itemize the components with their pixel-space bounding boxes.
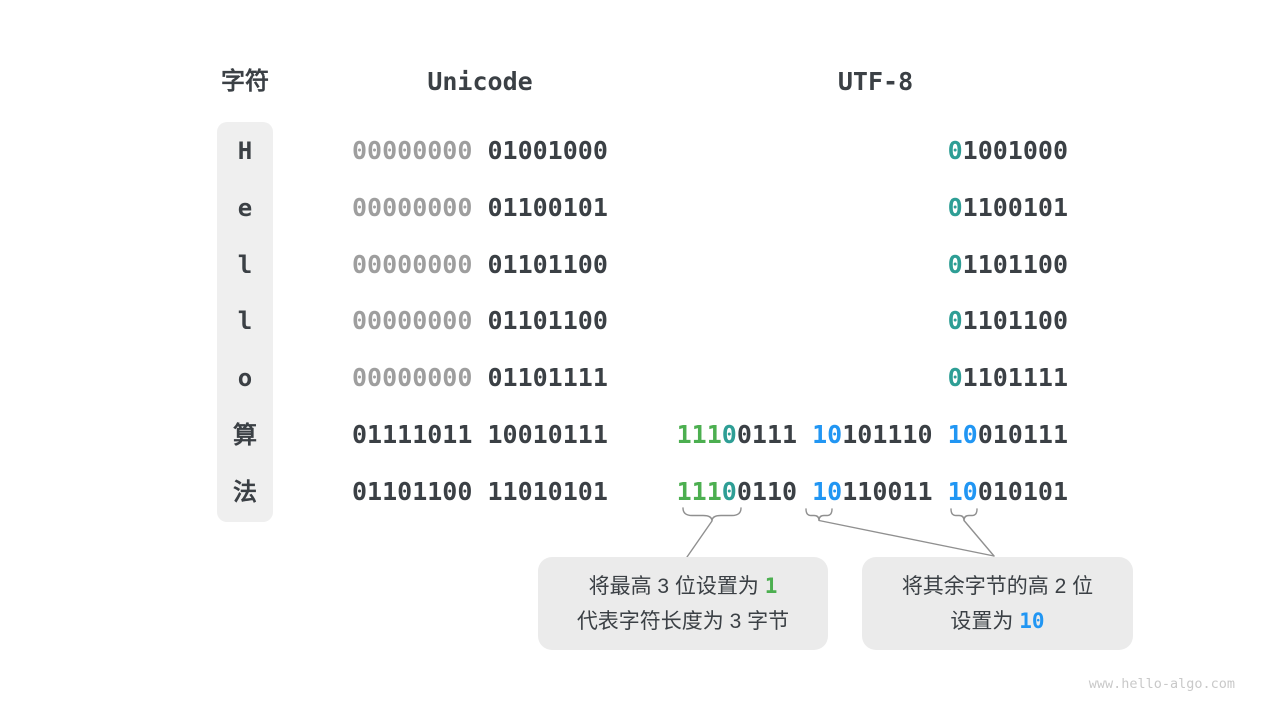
bit-segment-teal: 0 [947, 306, 963, 335]
bit-segment-blue: 10 [812, 477, 843, 506]
header-unicode: Unicode [427, 67, 533, 96]
bit-segment-teal: 0 [947, 250, 963, 279]
bit-segment-green: 1 [764, 573, 778, 598]
bit-segment-gray: 00000000 [352, 136, 473, 165]
bit-segment-dark: 01101100 [472, 306, 608, 335]
bit-segment-gray: 00000000 [352, 250, 473, 279]
watermark: www.hello-algo.com [1088, 676, 1235, 692]
underbrace-1110 [682, 507, 742, 522]
unicode-binary: 00000000 01101100 [352, 306, 608, 336]
leader-line-10-byte2 [818, 519, 995, 557]
bit-segment-gray: 00000000 [352, 363, 473, 392]
bit-segment-teal: 0 [721, 420, 737, 449]
bit-segment-dark: 010101 [977, 477, 1068, 506]
bit-segment-dark: 101110 [842, 420, 948, 449]
bit-segment-dark: 01101111 [472, 363, 608, 392]
leader-line-10-byte3 [963, 519, 995, 557]
utf8-binary: 11100110 10110011 10010101 [677, 477, 1068, 507]
callout-line: 将最高 3 位设置为 1 [589, 569, 778, 604]
character-column-background [217, 122, 273, 522]
leader-line-1110 [686, 520, 713, 558]
utf8-binary: 01100101 [948, 193, 1068, 223]
callout-line: 代表字符长度为 3 字节 [577, 604, 789, 639]
bit-segment-dark: 01101100 11010101 [352, 477, 608, 506]
callout-high-bits: 将最高 3 位设置为 1 代表字符长度为 3 字节 [538, 557, 828, 650]
bit-segment-dark: 1101111 [962, 363, 1068, 392]
underbrace-10-byte3 [950, 508, 978, 521]
bit-segment-dark: 1101100 [962, 250, 1068, 279]
bit-segment-gray: 00000000 [352, 193, 473, 222]
character-cell: e [237, 194, 253, 222]
unicode-binary: 01101100 11010101 [352, 477, 608, 507]
bit-segment-dark: 1101100 [962, 306, 1068, 335]
bit-segment-teal: 0 [947, 193, 963, 222]
underbrace-10-byte2 [805, 508, 833, 521]
unicode-binary: 00000000 01001000 [352, 136, 608, 166]
utf8-binary: 01101111 [948, 363, 1068, 393]
bit-segment-dark: 0111 [736, 420, 813, 449]
callout-line: 将其余字节的高 2 位 [902, 569, 1093, 604]
bit-segment-dark: 设置为 [950, 609, 1020, 633]
bit-segment-dark: 01100101 [472, 193, 608, 222]
character-cell: H [237, 137, 253, 165]
bit-segment-dark: 010111 [977, 420, 1068, 449]
bit-segment-blue: 10 [947, 477, 978, 506]
utf8-binary: 01101100 [948, 250, 1068, 280]
bit-segment-blue: 10 [947, 420, 978, 449]
bit-segment-teal: 0 [947, 363, 963, 392]
unicode-binary: 00000000 01101100 [352, 250, 608, 280]
unicode-binary: 01111011 10010111 [352, 420, 608, 450]
unicode-binary: 00000000 01101111 [352, 363, 608, 393]
bit-segment-dark: 将其余字节的高 2 位 [901, 574, 1094, 598]
character-cell: l [237, 307, 253, 335]
bit-segment-dark: 1100101 [962, 193, 1068, 222]
bit-segment-green: 111 [676, 477, 722, 506]
bit-segment-dark: 将最高 3 位设置为 [588, 574, 765, 598]
bit-segment-teal: 0 [947, 136, 963, 165]
bit-segment-gray: 00000000 [352, 306, 473, 335]
character-cell: 算 [233, 421, 257, 449]
bit-segment-dark: 代表字符长度为 3 字节 [576, 609, 790, 633]
bit-segment-dark: 01001000 [472, 136, 608, 165]
bit-segment-dark: 01101100 [472, 250, 608, 279]
header-utf8: UTF-8 [837, 67, 914, 96]
bit-segment-green: 111 [676, 420, 722, 449]
bit-segment-dark: 01111011 10010111 [352, 420, 608, 449]
character-cell: 法 [233, 478, 257, 506]
callout-continuation-bits: 将其余字节的高 2 位设置为 10 [862, 557, 1133, 650]
bit-segment-dark: 1001000 [962, 136, 1068, 165]
bit-segment-blue: 10 [812, 420, 843, 449]
utf8-binary: 01101100 [948, 306, 1068, 336]
bit-segment-dark: 0110 [736, 477, 813, 506]
unicode-binary: 00000000 01100101 [352, 193, 608, 223]
callout-line: 设置为 10 [950, 604, 1044, 639]
utf8-binary: 11100111 10101110 10010111 [677, 420, 1068, 450]
character-cell: o [237, 364, 253, 392]
bit-segment-blue: 10 [1019, 608, 1045, 633]
bit-segment-dark: 110011 [842, 477, 948, 506]
bit-segment-teal: 0 [721, 477, 737, 506]
character-cell: l [237, 251, 253, 279]
header-character: 字符 [221, 68, 269, 95]
utf8-binary: 01001000 [948, 136, 1068, 166]
